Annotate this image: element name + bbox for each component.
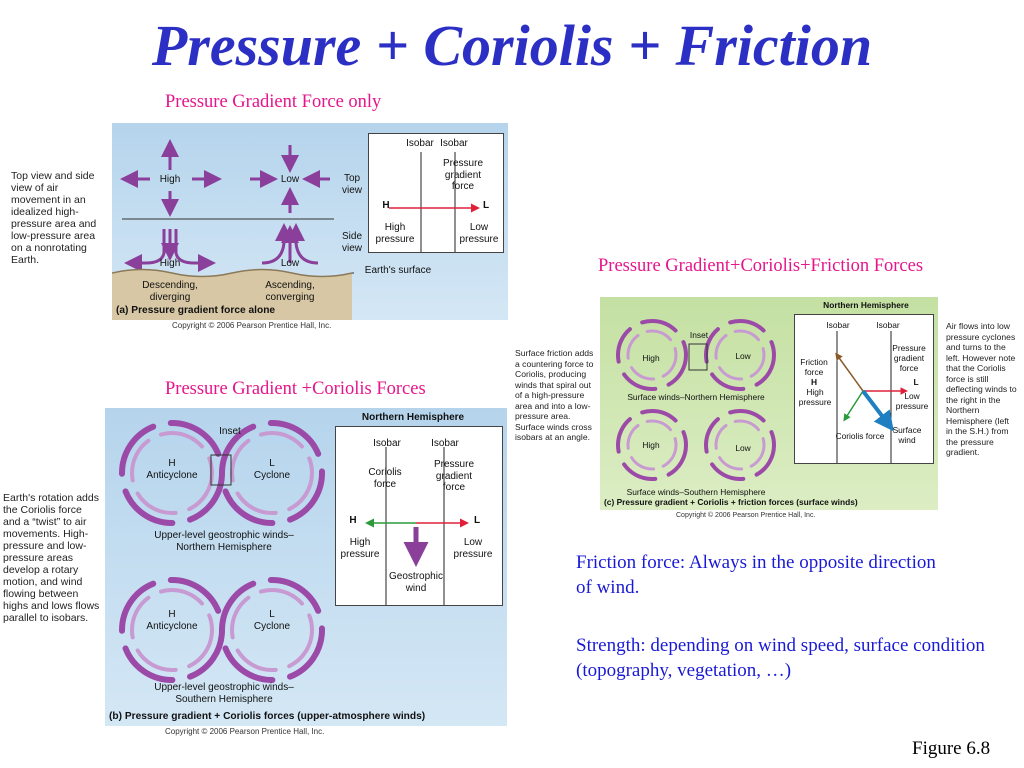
- anticyclone-label-south: Anticyclone: [146, 621, 198, 632]
- low-pressure-label: Low pressure: [453, 537, 493, 560]
- isobar-label-1: Isobar: [406, 138, 434, 149]
- h-label: H: [349, 515, 357, 526]
- cyclone-label-south: Cyclone: [253, 621, 291, 632]
- cyclone-label-north: Cyclone: [253, 470, 291, 481]
- isobar-label-1: Isobar: [826, 320, 850, 330]
- isobar-label-2: Isobar: [431, 438, 459, 449]
- h-label-south: H: [168, 609, 176, 620]
- top-view-label: Top view: [341, 173, 362, 196]
- isobar-label-2: Isobar: [440, 138, 468, 149]
- panel-c-side-note-left: Surface friction adds a countering force…: [515, 348, 594, 442]
- panel-c-side-note-right: Air flows into low pressure cyclones and…: [946, 321, 1017, 457]
- panel-c-diagram: Inset High Low Surface winds–Northern He…: [600, 297, 938, 510]
- panel-a-copyright: Copyright © 2006 Pearson Prentice Hall, …: [172, 321, 332, 330]
- low-label-south: Low: [735, 443, 751, 453]
- panel-c-copyright: Copyright © 2006 Pearson Prentice Hall, …: [676, 512, 816, 519]
- panel-b-inset: Isobar Isobar Coriolis force Pressure gr…: [335, 426, 503, 606]
- pgf-label: Pressure gradient force: [892, 343, 926, 373]
- h-label: H: [810, 377, 818, 387]
- north-caption: Upper-level geostrophic winds–Northern H…: [154, 530, 294, 553]
- slide-title: Pressure + Coriolis + Friction: [151, 13, 873, 78]
- pgf-label: Pressure gradient force: [442, 158, 483, 192]
- panel-b-heading: Pressure Gradient +Coriolis Forces: [165, 379, 426, 399]
- isobar-label-1: Isobar: [373, 438, 401, 449]
- low-pressure-label: Low pressure: [895, 391, 929, 411]
- panel-a-caption: (a) Pressure gradient force alone: [116, 305, 276, 316]
- coriolis-label: Coriolis force: [368, 467, 402, 490]
- figure-label: Figure 6.8: [912, 738, 991, 759]
- l-label-south: L: [269, 609, 275, 620]
- south-caption: Surface winds–Southern Hemisphere: [626, 487, 766, 497]
- panel-c-heading: Pressure Gradient+Coriolis+Friction Forc…: [598, 256, 924, 276]
- strength-note: Strength: depending on wind speed, surfa…: [576, 635, 985, 681]
- panel-a-arrows: [112, 139, 354, 320]
- earth-surface-label: Earth's surface: [364, 265, 432, 276]
- south-caption: Upper-level geostrophic winds–Southern H…: [154, 682, 294, 705]
- low-label-top: Low: [280, 174, 300, 185]
- panel-a-side-note: Top view and side view of air movement i…: [11, 170, 97, 266]
- high-label-top: High: [159, 174, 181, 185]
- panel-b-caption: (b) Pressure gradient + Coriolis forces …: [109, 711, 426, 722]
- panel-b-rings: [119, 420, 325, 683]
- inset-label: Inset: [689, 330, 709, 340]
- north-caption: Surface winds–Northern Hemisphere: [627, 392, 765, 402]
- panel-c-caption: (c) Pressure gradient + Coriolis + frict…: [604, 497, 858, 507]
- isobar-label-2: Isobar: [876, 320, 900, 330]
- descending-label: Descending, diverging: [142, 280, 198, 303]
- l-label: L: [482, 200, 490, 211]
- l-label-north: L: [269, 458, 275, 469]
- panel-b-side-note: Earth's rotation adds the Coriolis force…: [3, 492, 100, 624]
- high-pressure-label: High pressure: [375, 222, 415, 245]
- ascending-label: Ascending, converging: [265, 280, 315, 303]
- l-label: L: [913, 377, 919, 387]
- h-label-north: H: [168, 458, 176, 469]
- panel-a-inset: Isobar Isobar Pressure gradient force H …: [368, 133, 504, 253]
- high-label-north: High: [642, 353, 660, 363]
- panel-b-diagram: Inset H Anticyclone L Cyclone Upper-leve…: [105, 408, 507, 726]
- panel-a-diagram: High Low Top view Side view High Low Ear…: [112, 123, 508, 320]
- panel-c-inset: Isobar Isobar Friction force H High pres…: [794, 314, 934, 464]
- surface-wind-label: Surface wind: [892, 425, 922, 445]
- northern-hemisphere-label: Northern Hemisphere: [361, 412, 465, 423]
- low-label-side: Low: [280, 258, 300, 269]
- anticyclone-label-north: Anticyclone: [146, 470, 198, 481]
- inset-label: Inset: [219, 426, 241, 437]
- friction-note: Friction force: Always in the opposite d…: [576, 552, 936, 598]
- high-label-side: High: [159, 258, 181, 269]
- h-label: H: [382, 200, 390, 211]
- friction-label: Friction force: [800, 357, 828, 377]
- panel-b-copyright: Copyright © 2006 Pearson Prentice Hall, …: [165, 727, 325, 736]
- panel-a-heading: Pressure Gradient Force only: [165, 92, 382, 112]
- l-label: L: [473, 515, 481, 526]
- panel-c-spirals: [616, 319, 776, 481]
- high-pressure-label: High pressure: [798, 387, 832, 407]
- pgf-label: Pressure gradient force: [433, 459, 474, 493]
- side-view-label: Side view: [341, 231, 362, 254]
- coriolis-label: Coriolis force: [835, 431, 885, 441]
- geostrophic-label: Geostrophic wind: [389, 571, 443, 594]
- northern-hemisphere-label: Northern Hemisphere: [823, 300, 909, 310]
- high-label-south: High: [642, 440, 660, 450]
- high-pressure-label: High pressure: [340, 537, 380, 560]
- low-pressure-label: Low pressure: [459, 222, 499, 245]
- low-label-north: Low: [735, 351, 751, 361]
